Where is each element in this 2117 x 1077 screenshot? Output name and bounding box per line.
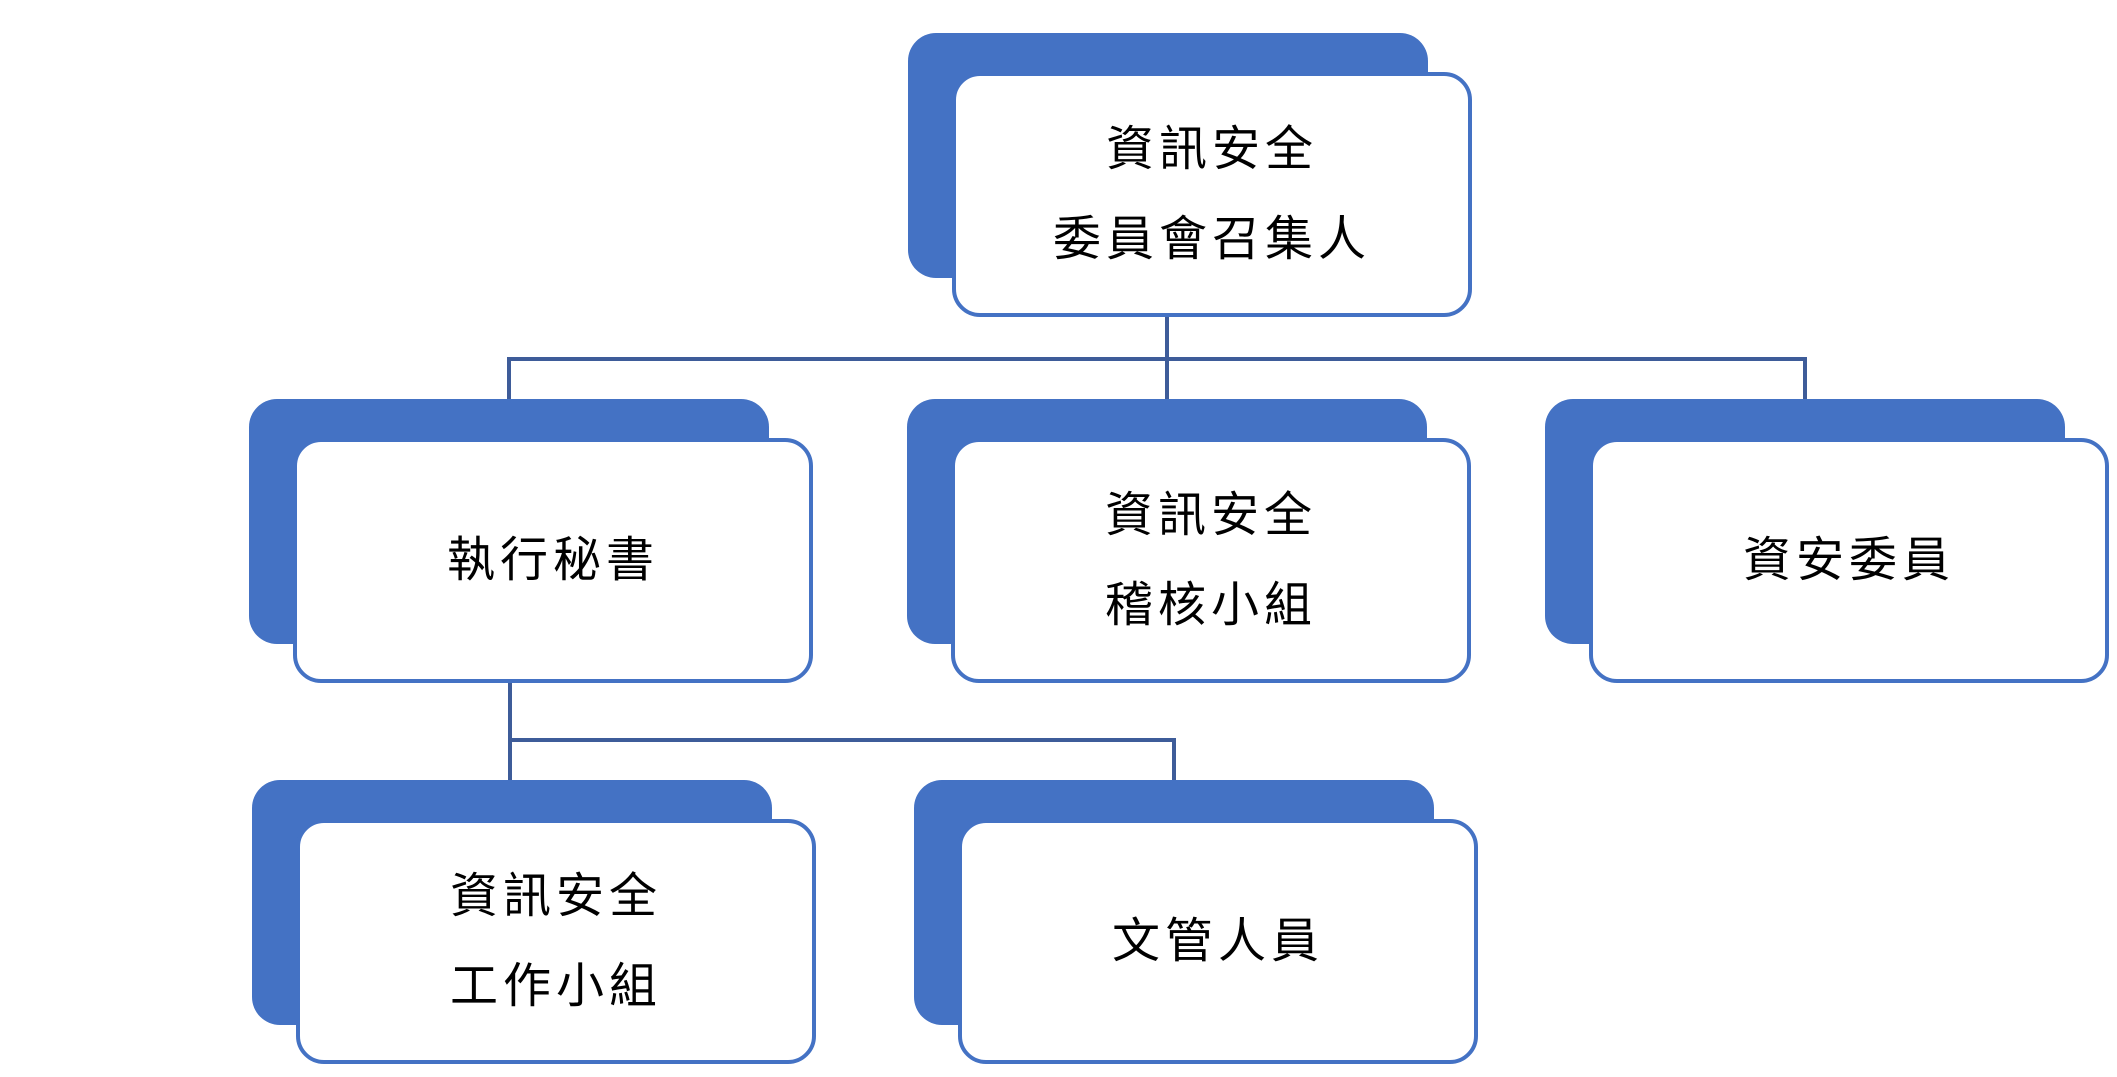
node-label-line: 資安委員	[1742, 533, 1955, 587]
node-label-line: 委員會召集人	[1052, 212, 1371, 266]
node-label-line: 工作小組	[449, 959, 662, 1013]
org-node-convener: 資訊安全 委員會召集人	[908, 33, 1472, 317]
org-node-document-control-staff: 文管人員	[914, 780, 1478, 1064]
node-label-line: 資訊安全	[1105, 122, 1318, 176]
node-card: 資訊安全 工作小組	[296, 819, 816, 1064]
node-card: 執行秘書	[293, 438, 813, 683]
connector-drop-document-control-staff	[1172, 740, 1176, 790]
org-node-executive-secretary: 執行秘書	[249, 399, 813, 683]
connector-drop-security-committee-members	[1803, 359, 1807, 405]
node-card: 文管人員	[958, 819, 1478, 1064]
org-node-security-committee-members: 資安委員	[1545, 399, 2109, 683]
node-label-line: 稽核小組	[1104, 578, 1317, 632]
node-card: 資安委員	[1589, 438, 2109, 683]
node-card: 資訊安全 稽核小組	[951, 438, 1471, 683]
node-card: 資訊安全 委員會召集人	[952, 72, 1472, 317]
connector-root-vertical	[1165, 280, 1169, 405]
node-label-line: 資訊安全	[449, 869, 662, 923]
connector-drop-executive-secretary	[507, 359, 511, 405]
org-node-audit-team: 資訊安全 稽核小組	[907, 399, 1471, 683]
node-label-line: 資訊安全	[1104, 488, 1317, 542]
org-node-working-group: 資訊安全 工作小組	[252, 780, 816, 1064]
connector-level1-horizontal	[507, 357, 1807, 361]
connector-executive-secretary-vertical	[508, 670, 512, 790]
node-label-line: 執行秘書	[446, 533, 659, 587]
connector-level2-horizontal	[508, 738, 1176, 742]
node-label-line: 文管人員	[1111, 914, 1324, 968]
